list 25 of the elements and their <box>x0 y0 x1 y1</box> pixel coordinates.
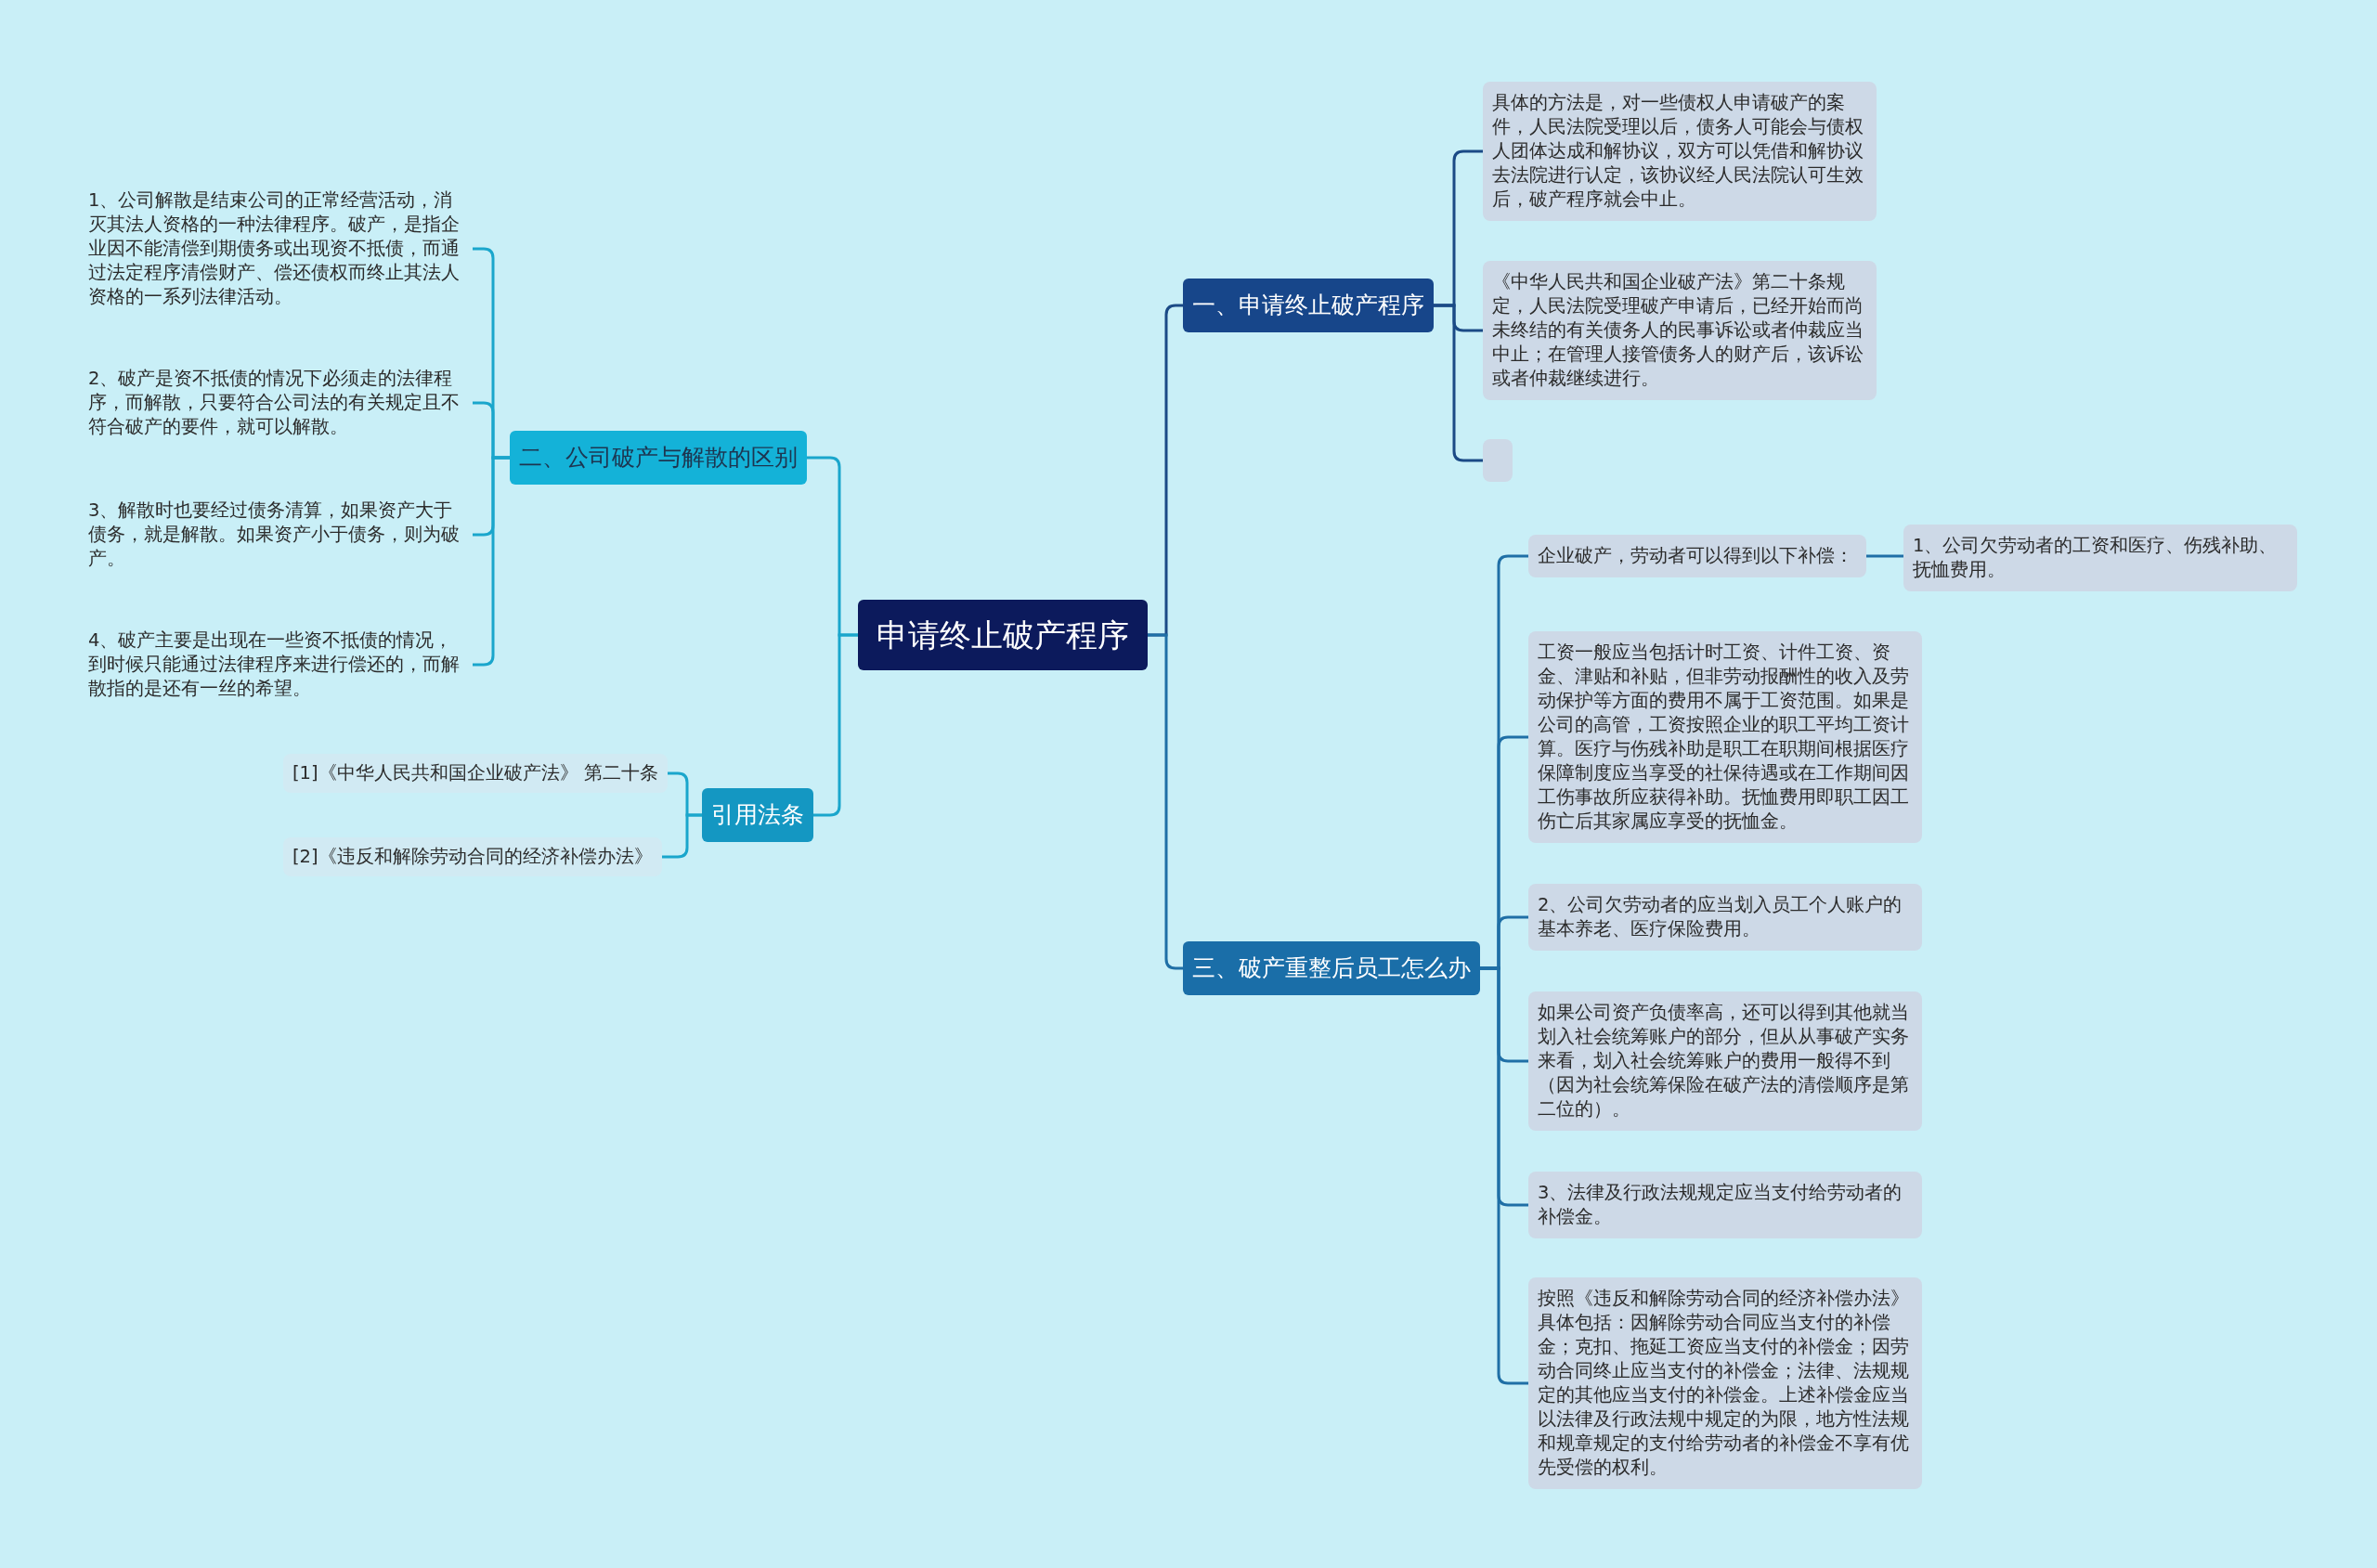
note-box: 按照《违反和解除劳动合同的经济补偿办法》具体包括：因解除劳动合同应当支付的补偿金；克扣、拖延工资应当支付的补偿金；因劳动合同终止应当支付的补偿金；法律、法规规定的其他应当支付的补偿金。上述补偿金应当以法律及行政法规中规定的为限，地方性法规和规章规定的支付给劳动者的补偿金不享有优先受偿的权利。 <box>1528 1277 1922 1489</box>
citation-box: [2]《违反和解除劳动合同的经济补偿办法》 <box>283 837 662 876</box>
empty-box <box>1483 439 1513 482</box>
note-text: 3、解散时也要经过债务清算，如果资产大于债务，就是解散。如果资产小于债务，则为破产。 <box>86 499 473 571</box>
note-box: 工资一般应当包括计时工资、计件工资、资金、津贴和补贴，但非劳动报酬性的收入及劳动保护等方面的费用不属于工资范围。如果是公司的高管，工资按照企业的职工平均工资计算。医疗与伤残补助是职工在职期间根据医疗保障制度应当享受的社保待遇或在工作期间因工伤事故所应获得补助。抚恤费用即职工因工伤亡后其家属应享受的抚恤金。 <box>1528 631 1922 843</box>
note-text: 4、破产主要是出现在一些资不抵债的情况，到时候只能通过法律程序来进行偿还的，而解散指的是还有一丝的希望。 <box>86 628 473 701</box>
branch-topic-box: 引用法条 <box>702 788 813 842</box>
note-box: 如果公司资产负债率高，还可以得到其他就当划入社会统筹账户的部分，但从从事破产实务来看，划入社会统筹账户的费用一般得不到（因为社会统筹保险在破产法的清偿顺序是第二位的）。 <box>1528 991 1922 1131</box>
connector-line <box>1866 554 1903 558</box>
central-topic-box: 申请终止破产程序 <box>858 600 1148 670</box>
note-box: 1、公司欠劳动者的工资和医疗、伤残补助、抚恤费用。 <box>1903 525 2297 591</box>
connector-line <box>662 813 702 859</box>
branch-topic-box: 一、申请终止破产程序 <box>1183 279 1434 332</box>
note-text: 1、公司解散是结束公司的正常经营活动，消灭其法人资格的一种法律程序。破产，是指企业因不能清偿到期债务或出现资不抵债，而通过法定程序清偿财产、偿还债权而终止其法人资格的一系列法律活动。 <box>86 188 473 309</box>
citation-box: [1]《中华人民共和国企业破产法》 第二十条 <box>283 754 668 793</box>
connector-line <box>1148 633 1183 970</box>
note-box: 2、公司欠劳动者的应当划入员工个人账户的基本养老、医疗保险费用。 <box>1528 884 1922 951</box>
note-box: 3、法律及行政法规规定应当支付给劳动者的补偿金。 <box>1528 1172 1922 1238</box>
connector-line <box>1480 966 1528 1385</box>
note-box: 《中华人民共和国企业破产法》第二十条规定，人民法院受理破产申请后，已经开始而尚未终结的有关债务人的民事诉讼或者仲裁应当中止；在管理人接管债务人的财产后，该诉讼或者仲裁继续进行。 <box>1483 261 1877 400</box>
branch-topic-box: 二、公司破产与解散的区别 <box>510 431 807 485</box>
note-text: 2、破产是资不抵债的情况下必须走的法律程序，而解散，只要符合公司法的有关规定且不符合破产的要件，就可以解散。 <box>86 367 473 439</box>
branch-topic-box: 三、破产重整后员工怎么办 <box>1183 941 1480 995</box>
note-box: 具体的方法是，对一些债权人申请破产的案件，人民法院受理以后，债务人可能会与债权人团体达成和解协议，双方可以凭借和解协议去法院进行认定，该协议经人民法院认可生效后，破产程序就会中止。 <box>1483 82 1877 221</box>
note-box: 企业破产，劳动者可以得到以下补偿： <box>1528 535 1866 577</box>
